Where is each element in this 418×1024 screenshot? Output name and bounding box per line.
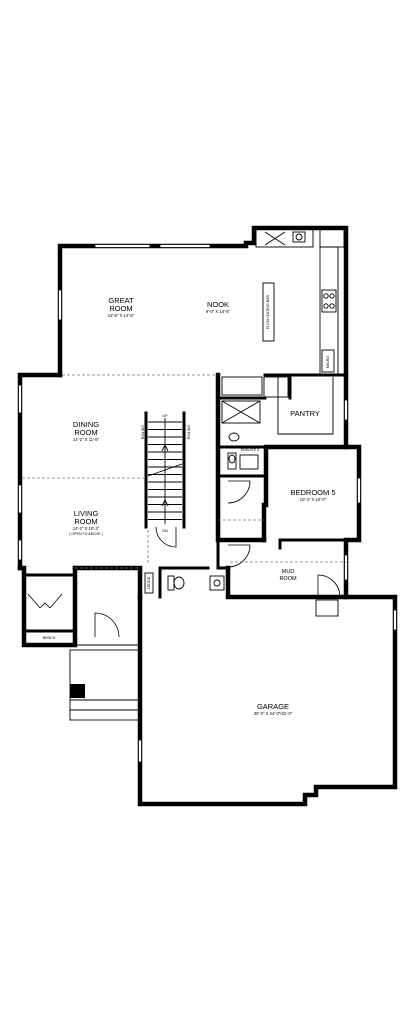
dining-room-label-2: ROOM <box>74 428 97 437</box>
bench-label: BENCH <box>43 636 56 640</box>
doors <box>27 480 341 638</box>
windows <box>18 244 397 763</box>
mud-room-label-1: MUD <box>282 569 295 575</box>
staircase <box>147 418 183 524</box>
ledge-label: LEDGE <box>147 576 151 589</box>
dining-room-label-1: DINING <box>73 420 99 429</box>
interior-walls <box>22 373 348 633</box>
garage-size: 30'-0" X 24'-0"/22'-0" <box>254 711 293 716</box>
living-room-label-1: LIVING <box>74 509 99 518</box>
stair-arrow-up-icon <box>161 444 169 452</box>
living-room-note: ( OPEN TO ABOVE ) <box>69 532 103 536</box>
stair-arrow-icon <box>161 499 169 507</box>
flush-eating-bar-label: FLUSH EATING BAR <box>266 294 270 329</box>
ensuite-fixtures <box>221 400 261 470</box>
room-labels: GREAT ROOM 13'-6" X 14'-5" NOOK 9'-0" X … <box>43 294 336 716</box>
living-room-label-2: ROOM <box>74 517 97 526</box>
stairs-dn-label: DN <box>162 529 168 533</box>
dashed-openings <box>22 374 346 569</box>
railing-label-left: RAILING <box>141 425 145 440</box>
pantry-shelves <box>221 376 334 435</box>
powder-room <box>144 572 225 594</box>
great-room-label-1: GREAT <box>108 296 134 305</box>
nook-label: NOOK <box>207 300 229 309</box>
stair-break-line <box>147 463 183 477</box>
exterior-walls <box>17 225 398 807</box>
bedroom5-size: 10'-3" X 10'-0" <box>300 497 327 502</box>
pantry-label: PANTRY <box>290 409 320 418</box>
garage-label: GARAGE <box>257 702 289 711</box>
nook-size: 9'-0" X 14'-5" <box>206 309 231 314</box>
stairs-up-label: UP <box>163 414 169 418</box>
dining-room-size: 14'-2" X 11'-8" <box>73 437 100 442</box>
living-room-size: 14'-2" X 10'-3" <box>73 526 100 531</box>
great-room-size: 13'-6" X 14'-5" <box>108 313 135 318</box>
micro-label: MICRO <box>326 356 330 368</box>
ensuite-label: ENSUITE 5 <box>241 448 260 452</box>
kitchen <box>255 228 345 376</box>
front-porch <box>69 644 141 721</box>
bedroom5-label: BEDROOM 5 <box>290 488 335 497</box>
railing-label-right: RAILING <box>187 425 191 440</box>
mud-room-label-2: ROOM <box>279 576 297 582</box>
great-room-label-2: ROOM <box>109 304 132 313</box>
